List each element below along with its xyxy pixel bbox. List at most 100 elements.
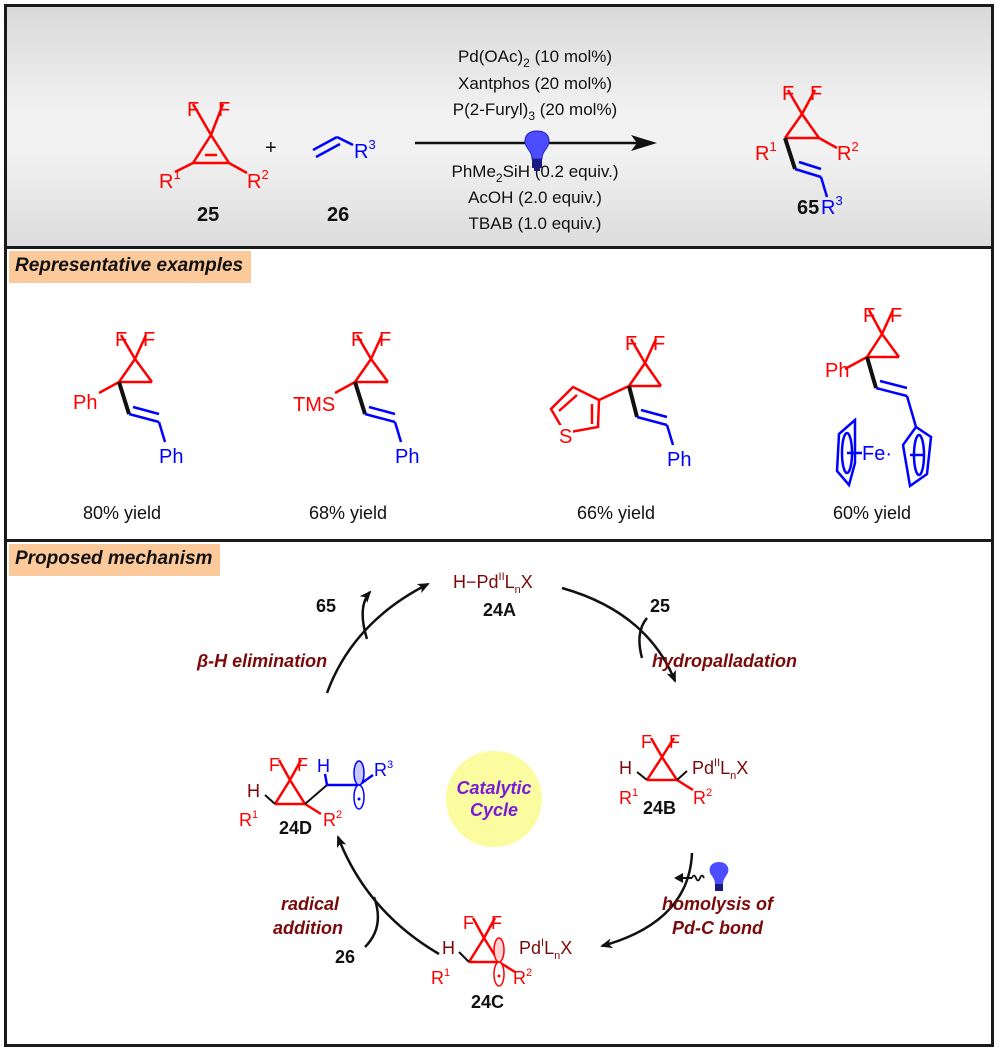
hydrogen-atom: H: [442, 938, 455, 958]
r2-group: R2: [247, 167, 269, 193]
ferrocene-structure: [835, 417, 933, 489]
example-structure-3: [549, 338, 675, 446]
arrow-release-65: [359, 590, 372, 640]
f-atom: F: [491, 913, 502, 933]
yield-label: 60% yield: [833, 503, 911, 523]
r3-group: R3: [354, 137, 376, 163]
arrow-24C-to-24D: [336, 835, 440, 956]
condition-line: AcOH (2.0 equiv.): [468, 188, 602, 207]
f-atom: F: [143, 329, 155, 351]
intermediate-24D-structure: [264, 759, 374, 816]
r2-group: R2: [513, 967, 532, 988]
step-label-hydropalladation: hydropalladation: [652, 651, 797, 671]
reactant-25-structure: [174, 103, 248, 175]
f-atom: F: [653, 333, 665, 355]
cycle-label-line1: Catalytic: [456, 778, 531, 798]
catalytic-cycle: Catalytic Cycle β-H elimination hydropal…: [196, 571, 797, 1012]
f-atom: F: [625, 333, 637, 355]
condition-line: P(2-Furyl)3 (20 mol%): [453, 100, 617, 123]
r1-group: R1: [755, 139, 777, 165]
thiophene-s-bg: [557, 425, 573, 445]
substituent-label: Ph: [825, 360, 849, 382]
intermediate-label-24B: 24B: [643, 798, 676, 818]
f-atom: F: [379, 329, 391, 351]
f-atom: F: [890, 305, 902, 327]
substituent-label: TMS: [293, 394, 335, 416]
mechanism-section-label: Proposed mechanism: [9, 544, 221, 576]
intermediate-24B-structure: [636, 737, 694, 792]
compound-label-26: 26: [335, 947, 355, 967]
fe-atom: Fe·: [862, 443, 892, 465]
yield-label: 66% yield: [577, 503, 655, 523]
f-atom: F: [863, 305, 875, 327]
r2-group: R2: [693, 787, 712, 808]
arrow-24A-to-24B: [561, 586, 677, 683]
f-atom: F: [297, 755, 308, 775]
mechanism-panel: Proposed mechanism Catalytic Cycle: [4, 539, 994, 1047]
example-structure-4: [844, 309, 918, 428]
intermediate-label-24A: 24A: [483, 600, 516, 620]
condition-line: Xantphos (20 mol%): [458, 74, 612, 93]
aryl-label: Ph: [395, 446, 419, 468]
f-atom: F: [669, 732, 680, 752]
arrow-24B-to-24C: [600, 852, 694, 949]
reactant-26-structure: [312, 135, 354, 159]
catalytic-cycle-circle: [446, 751, 542, 847]
step-label-homolysis: homolysis of: [662, 894, 775, 914]
intermediate-24C-structure: [458, 917, 516, 987]
arrow-24D-to-24A: [325, 582, 430, 694]
step-label-beta-h-elimination: β-H elimination: [196, 651, 327, 671]
f-atom: F: [115, 329, 127, 351]
arrow-add-25: [638, 617, 648, 659]
hydrogen-atom: H: [619, 758, 632, 778]
f-atom: F: [269, 755, 280, 775]
aryl-label: Ph: [159, 446, 183, 468]
intermediate-label-24C: 24C: [471, 992, 504, 1012]
lightbulb-icon: [524, 130, 550, 171]
r2-group: R2: [323, 809, 342, 830]
hydrogen-atom: H: [317, 756, 330, 776]
reaction-arrowhead: [631, 135, 657, 151]
r2-group: R2: [837, 139, 859, 165]
condition-line: PhMe2SiH (0.2 equiv.): [451, 162, 618, 185]
conditions-above: Pd(OAc)2 (10 mol%) Xantphos (20 mol%) P(…: [451, 47, 618, 233]
compound-label-25: 25: [650, 596, 670, 616]
plus-sign: +: [265, 137, 277, 159]
condition-line: TBAB (1.0 equiv.): [469, 214, 602, 233]
f-atom: F: [641, 732, 652, 752]
examples-panel: Representative examples F F Ph Ph 80% yi…: [4, 246, 994, 542]
f-atom: F: [782, 83, 794, 105]
intermediate-24A-formula: H−PdIILnX: [453, 571, 533, 596]
hydrogen-atom: H: [247, 781, 260, 801]
compound-label-25: 25: [197, 204, 219, 226]
r1-group: R1: [431, 967, 450, 988]
intermediate-label-24D: 24D: [279, 818, 312, 838]
r1-group: R1: [239, 809, 258, 830]
examples-section-label: Representative examples: [9, 251, 252, 283]
pd-ligand-group: PdIILnX: [692, 757, 748, 782]
examples-structures: F F Ph Ph 80% yield F F TMS Ph 68% yield: [73, 305, 933, 523]
step-label-radical-addition: radical: [281, 894, 340, 914]
r3-group: R3: [374, 759, 393, 780]
aryl-label: Ph: [667, 449, 691, 471]
cycle-label-line2: Cycle: [470, 800, 518, 820]
f-atom: F: [218, 99, 230, 121]
r1-group: R1: [159, 167, 181, 193]
compound-label-65: 65: [797, 197, 819, 219]
r1-group: R1: [619, 787, 638, 808]
arrow-add-26: [364, 896, 380, 948]
compound-label-26: 26: [327, 204, 349, 226]
f-atom: F: [463, 913, 474, 933]
light-irradiation-arrow: [674, 873, 705, 883]
pd-ligand-species: PdILnX: [519, 937, 572, 962]
lightbulb-icon: [709, 862, 729, 891]
compound-label-65: 65: [316, 596, 336, 616]
example-structure-1: [98, 334, 167, 443]
r3-group: R3: [821, 193, 843, 219]
example-structure-2: [334, 334, 403, 443]
step-label-homolysis: Pd-C bond: [672, 918, 764, 938]
reaction-scheme: F F R1 R2 25 + R3 26 Pd(OAc)2 (10 mol%) …: [159, 47, 859, 233]
yield-label: 68% yield: [309, 503, 387, 523]
sulfur-atom: S: [559, 426, 572, 448]
f-atom: F: [810, 83, 822, 105]
